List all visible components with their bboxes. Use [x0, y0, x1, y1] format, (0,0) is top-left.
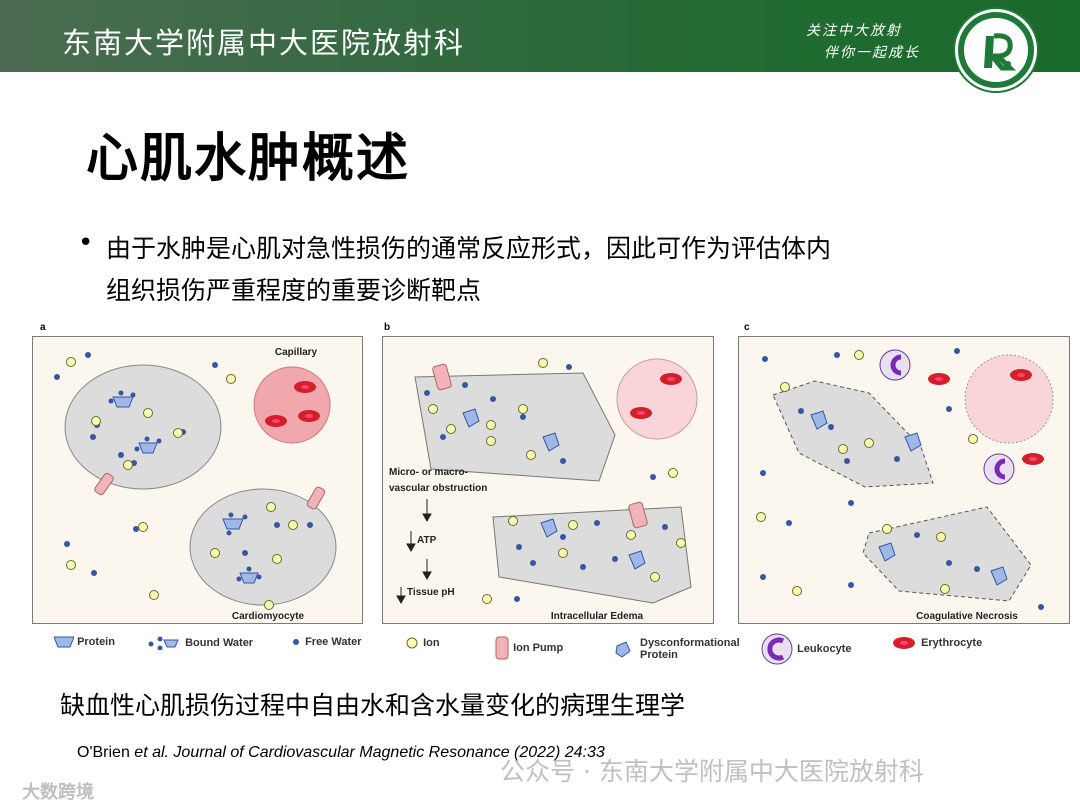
panel-a: Capillary Cardiomyocyte [32, 336, 363, 624]
legend-protein-label: Protein [77, 636, 115, 648]
cardiomyocyte-label: Cardiomyocyte [232, 611, 305, 622]
legend-protein: Protein [53, 636, 115, 648]
legend-free-water: Free Water [292, 636, 362, 648]
reference-etal: et al. [134, 744, 169, 761]
wechat-watermark: 公众号 · 东南大学附属中大医院放射科 [500, 757, 924, 786]
panel-a-letter: a [40, 322, 46, 333]
bound-water-icon [148, 636, 179, 651]
reference-authors: O'Brien [77, 744, 135, 761]
panel-b: Micro- or macro- vascular obstruction AT… [382, 336, 714, 624]
dysconformational-protein-icon [615, 641, 631, 658]
legend-ion-pump-label: Ion Pump [513, 641, 564, 654]
hospital-logo-icon [953, 7, 1039, 93]
legend-free-water-label: Free Water [305, 636, 362, 648]
tissue-ph-label: Tissue pH [407, 587, 455, 598]
header-band: 东南大学附属中大医院放射科 关注中大放射 伴你一起成长 [0, 0, 1080, 72]
legend-leukocyte: Leukocyte [760, 632, 851, 666]
reference-journal: Journal of Cardiovascular Magnetic Reson… [168, 744, 510, 761]
panel-b-illustration: Micro- or macro- vascular obstruction AT… [389, 358, 698, 622]
legend-dysconformational-protein: Dysconformational Protein [614, 637, 740, 661]
legend-ion-label: Ion [423, 636, 440, 649]
intracellular-edema-label: Intracellular Edema [551, 611, 644, 622]
protein-icon [53, 636, 75, 648]
atp-label: ATP [417, 535, 437, 546]
legend-erythrocyte: Erythrocyte [892, 636, 982, 650]
bullet-marker: • [78, 228, 94, 258]
legend-ion: Ion [406, 636, 440, 650]
panel-c-illustration: Coagulative Necrosis [756, 348, 1054, 622]
panel-c: Coagulative Necrosis [738, 336, 1070, 624]
panel-c-letter: c [744, 322, 750, 333]
leukocyte-icon [761, 633, 793, 665]
legend-dysconformational-label-1: Dysconformational [640, 637, 740, 649]
bullet-line-2: 组织损伤严重程度的重要诊断靶点 [106, 276, 482, 305]
obstruction-label-1: Micro- or macro- [389, 467, 468, 478]
ion-icon [406, 637, 418, 649]
legend-bound-water: Bound Water [148, 636, 254, 651]
bullet-text: 由于水肿是心肌对急性损伤的通常反应形式，因此可作为评估体内 组织损伤严重程度的重… [106, 228, 1006, 312]
panel-a-illustration: Capillary Cardiomyocyte [54, 347, 337, 622]
legend-leukocyte-label: Leukocyte [797, 642, 852, 655]
capillary-label: Capillary [275, 347, 318, 358]
panel-b-letter: b [384, 322, 391, 333]
reference-year: (2022) 24:33 [509, 744, 605, 761]
legend-ion-pump: Ion Pump [494, 636, 563, 660]
slogan-line-2: 伴你一起成长 [824, 45, 920, 61]
erythrocyte-icon [893, 637, 915, 649]
slogan-line-1: 关注中大放射 [806, 23, 902, 39]
legend-erythrocyte-label: Erythrocyte [921, 636, 983, 649]
coagulative-necrosis-label: Coagulative Necrosis [916, 611, 1018, 622]
figure-caption: 缺血性心肌损伤过程中自由水和含水量变化的病理生理学 [60, 691, 686, 720]
free-water-icon [293, 639, 299, 646]
bullet-line-1: 由于水肿是心肌对急性损伤的通常反应形式，因此可作为评估体内 [106, 234, 832, 263]
reference-citation: O'Brien et al. Journal of Cardiovascular… [77, 744, 605, 762]
obstruction-label-2: vascular obstruction [389, 483, 487, 494]
legend-dysconformational-label-2: Protein [640, 649, 678, 661]
corner-watermark: 大数跨境 [22, 782, 94, 803]
institution-name: 东南大学附属中大医院放射科 [62, 26, 466, 60]
slide-title: 心肌水肿概述 [86, 129, 411, 189]
legend-bound-water-label: Bound Water [185, 636, 254, 649]
ion-pump-icon [495, 636, 509, 660]
